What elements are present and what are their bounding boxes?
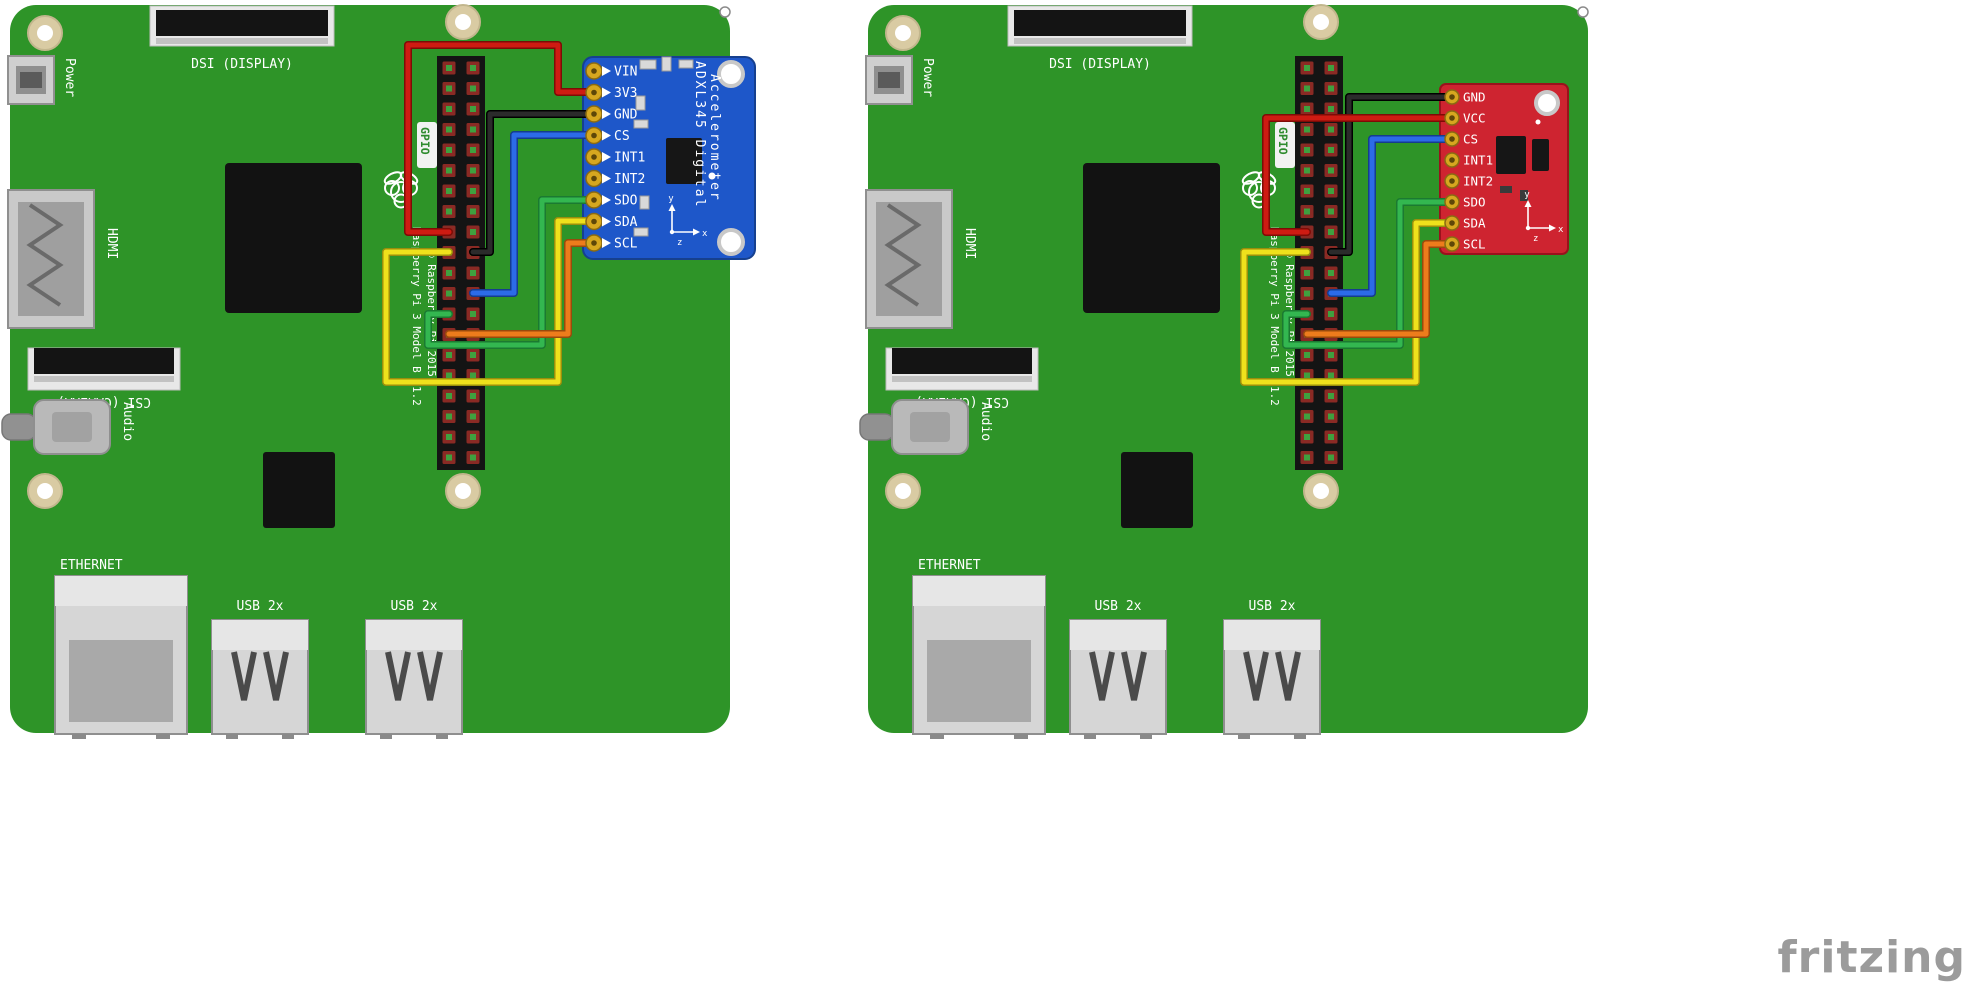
smd-component: [639, 195, 650, 210]
x-axis-arrow: [693, 228, 700, 236]
x-axis-arrow: [1549, 224, 1556, 232]
pin-marker-triangle: [602, 87, 611, 98]
wire-left-SDO: [425, 197, 597, 348]
pin-marker-triangle: [602, 238, 611, 248]
smd-component: [661, 56, 672, 72]
wires-layer: [382, 41, 1456, 386]
pin-pad-hole: [591, 68, 597, 74]
pin-label-GND: GND: [614, 108, 638, 123]
breakout-title-line1: ADXL345 Digital: [692, 61, 707, 208]
smd-component: [633, 119, 649, 129]
pin-marker-triangle: [602, 66, 611, 76]
wire-left-3V3: [405, 42, 597, 235]
pin-pad-hole: [591, 218, 597, 225]
y-axis-label: y: [668, 194, 674, 204]
smd-component: [1500, 186, 1512, 193]
accelerometer-chip: [666, 138, 702, 184]
pin-marker-triangle: [602, 109, 611, 119]
axis-indicator: x y z: [1524, 190, 1564, 244]
x-axis-label: x: [1558, 225, 1564, 235]
pin-pad-hole: [1449, 241, 1455, 247]
wire-right-SDA: [1241, 220, 1455, 385]
pin-pad-hole: [1449, 220, 1455, 226]
smd-component: [633, 227, 649, 237]
wire-left-GND: [470, 111, 597, 255]
pin-pad-hole: [1449, 157, 1455, 163]
pin-pad-hole: [591, 154, 597, 160]
pin-label-SCL: SCL: [1463, 237, 1486, 252]
pin-label-CS: CS: [614, 129, 630, 144]
wire-left-SCL: [446, 240, 597, 337]
pin-label-GND: GND: [1463, 90, 1486, 105]
z-axis-label: z: [1533, 234, 1538, 244]
accelerometer-chip: [1496, 136, 1526, 174]
pin-label-SDA: SDA: [1463, 216, 1486, 231]
z-axis-dot: [669, 229, 675, 235]
smd-component: [639, 59, 657, 70]
y-axis-arrow: [1524, 200, 1532, 207]
mounting-hole: [1534, 90, 1560, 116]
pin-pad-hole: [591, 240, 597, 246]
pin-label-VCC: VCC: [1463, 111, 1486, 126]
pin-label-INT2: INT2: [614, 172, 645, 187]
adxl345-red-board: x y z: [1439, 83, 1569, 255]
pin-label-SDO: SDO: [1463, 195, 1486, 210]
wire-right-SCL: [1304, 241, 1455, 337]
pin-pad-hole: [1449, 199, 1455, 205]
pin-pad-hole: [1449, 178, 1455, 184]
pin-marker-triangle: [602, 195, 611, 205]
mounting-hole: [717, 228, 745, 256]
z-axis-dot: [1525, 225, 1531, 231]
mounting-hole: [717, 60, 745, 88]
pin-pad-hole: [591, 197, 597, 203]
fritzing-watermark: fritzing: [1778, 932, 1966, 983]
pin-pad-hole: [1449, 94, 1455, 100]
wire-right-VCC: [1263, 115, 1455, 235]
pin-label-3V3: 3V3: [614, 86, 637, 101]
pin-pad-hole: [591, 175, 597, 182]
adxl345-blue-board: ADXL345 Digital Accelerometer x y z: [582, 56, 756, 260]
pin-label-INT1: INT1: [614, 151, 645, 166]
silk-dot: [708, 172, 716, 180]
pin-label-SDO: SDO: [614, 194, 638, 209]
wire-right-CS: [1328, 136, 1455, 296]
x-axis-label: x: [702, 229, 708, 239]
pin-pad-hole: [1449, 115, 1455, 121]
pin-pad-hole: [591, 111, 597, 117]
pin-label-SDA: SDA: [614, 215, 638, 230]
wire-right-SDO: [1283, 199, 1455, 348]
smd-component: [635, 95, 646, 111]
pin-pad-hole: [591, 89, 597, 96]
wire-right-GND: [1328, 94, 1455, 255]
pin-label-INT2: INT2: [1463, 174, 1493, 189]
pin-label-CS: CS: [1463, 132, 1478, 147]
pin-marker-triangle: [602, 130, 611, 141]
y-axis-arrow: [668, 204, 676, 211]
smd-component: [678, 59, 694, 69]
axis-indicator: x y z: [668, 194, 708, 248]
y-axis-label: y: [1524, 190, 1530, 200]
silk-dot: [1535, 119, 1541, 125]
pin-pad-hole: [1449, 136, 1455, 142]
wire-left-CS: [470, 132, 597, 296]
pin-label-SCL: SCL: [614, 237, 638, 252]
smd-chip: [1532, 139, 1549, 171]
pin-marker-triangle: [602, 152, 611, 162]
pin-label-VIN: VIN: [614, 65, 637, 80]
pin-label-INT1: INT1: [1463, 153, 1493, 168]
breakout-pins-layer: VIN3V3GNDCSINT1INT2SDOSDASCLGNDVCCCSINT1…: [585, 62, 1493, 252]
pin-pad-hole: [591, 132, 597, 139]
breakout-title-line2: Accelerometer: [707, 74, 722, 202]
wire-left-SDA: [383, 218, 597, 385]
z-axis-label: z: [677, 238, 682, 248]
pin-marker-triangle: [602, 173, 611, 184]
pin-marker-triangle: [602, 216, 611, 227]
smd-component: [1520, 190, 1528, 201]
